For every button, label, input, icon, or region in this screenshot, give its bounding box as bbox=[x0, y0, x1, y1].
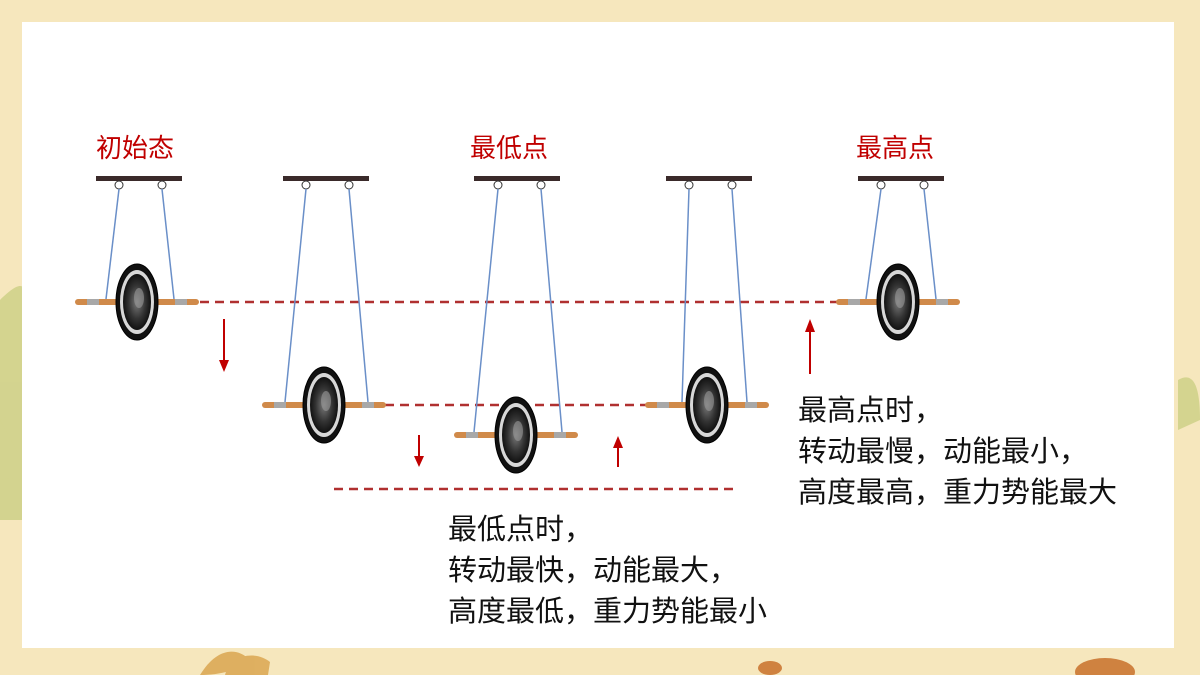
lowest-point-description: 最低点时， 转动最快，动能最大， 高度最低，重力势能最小 bbox=[448, 509, 767, 632]
lowest-desc-line-3: 高度最低，重力势能最小 bbox=[448, 594, 768, 628]
arrow-down-1 bbox=[219, 319, 229, 372]
label-highest-point: 最高点 bbox=[856, 134, 935, 164]
lowest-desc-line-2: 转动最快，动能最大， bbox=[448, 553, 739, 587]
wheat-decoration-right bbox=[1178, 377, 1200, 430]
pendulum-lowest bbox=[454, 176, 578, 474]
highest-desc-line-3: 高度最高，重力势能最大 bbox=[798, 475, 1118, 509]
label-lowest-point: 最低点 bbox=[470, 134, 549, 164]
arrow-up-2 bbox=[805, 319, 815, 374]
label-initial-state: 初始态 bbox=[96, 134, 175, 164]
pendulum-ascending bbox=[645, 176, 769, 444]
pendulum-initial bbox=[75, 176, 199, 341]
arrow-down-2 bbox=[414, 435, 424, 467]
arrow-up-1 bbox=[613, 436, 623, 467]
pendulum-highest bbox=[836, 176, 960, 341]
highest-desc-line-1: 最高点时， bbox=[798, 393, 944, 427]
pendulum-descending bbox=[262, 176, 386, 444]
highest-desc-line-2: 转动最慢，动能最小， bbox=[798, 434, 1089, 468]
slide-canvas: 初始态 最低点 最高点 最高点时， 转动最慢，动能最小， 高度最高，重力势能最大… bbox=[22, 22, 1174, 648]
leaf-decoration-bottom bbox=[200, 651, 270, 675]
highest-point-description: 最高点时， 转动最慢，动能最小， 高度最高，重力势能最大 bbox=[798, 390, 1117, 513]
rolling-wheel-diagram bbox=[75, 176, 960, 491]
leaf-decoration-bottom-right bbox=[758, 658, 1135, 675]
lowest-desc-line-1: 最低点时， bbox=[448, 512, 594, 546]
